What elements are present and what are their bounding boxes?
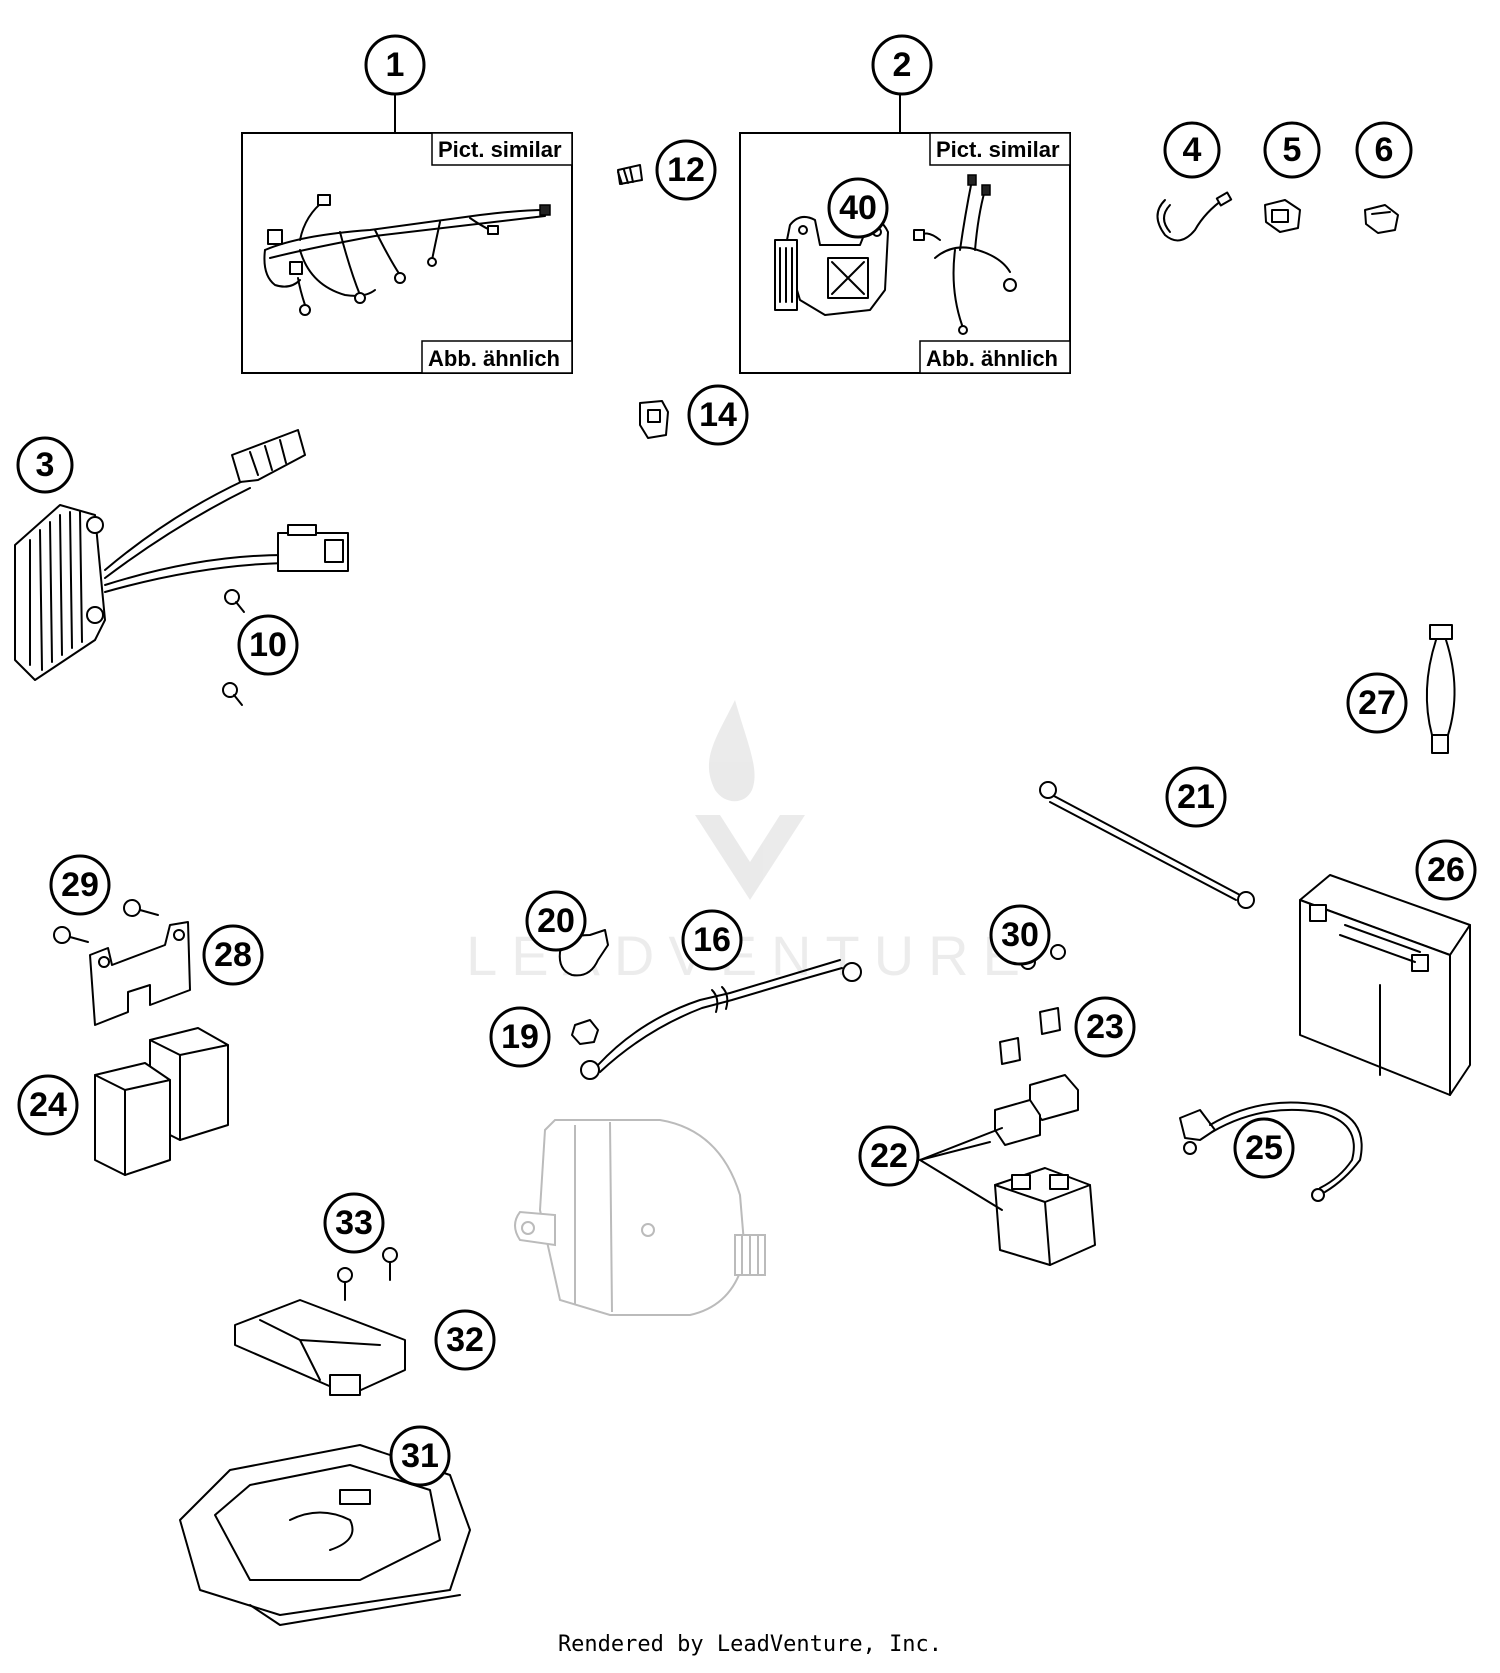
cable-holder-illustration (1364, 204, 1399, 234)
callout-6-label: 6 (1375, 131, 1394, 169)
callout-30-label: 30 (1001, 916, 1039, 954)
callout-25: 25 (1233, 1117, 1295, 1179)
callout-30: 30 (989, 904, 1051, 966)
callout-40-label: 40 (839, 189, 877, 227)
callout-28: 28 (202, 924, 264, 986)
callout-14-label: 14 (699, 396, 737, 434)
callout-10-label: 10 (249, 626, 287, 664)
callout-4-label: 4 (1183, 131, 1202, 169)
footer-credit: Rendered by LeadVenture, Inc. (557, 1632, 943, 1657)
callout-22-label: 22 (870, 1137, 908, 1175)
callout-4: 4 (1163, 121, 1221, 179)
nut-illustration (571, 1019, 599, 1045)
callout-14: 14 (687, 384, 749, 446)
battery-illustration (1299, 874, 1471, 1096)
battery-cable-illustration (1179, 1101, 1363, 1202)
starter-cable-illustration (580, 959, 862, 1080)
callout-2: 2 (871, 34, 933, 96)
callout-22: 22 (858, 1125, 920, 1187)
relays-illustration (94, 1027, 229, 1176)
voltage-regulator-illustration (14, 429, 349, 681)
callout-33: 33 (323, 1192, 385, 1254)
callout-25-label: 25 (1245, 1129, 1283, 1167)
callout-1-label: 1 (386, 46, 405, 84)
callout-32-label: 32 (446, 1321, 484, 1359)
cable-tie-illustration (1156, 191, 1233, 242)
callout-20: 20 (525, 890, 587, 952)
box2-top-label: Pict. similar (936, 137, 1060, 162)
callout-19: 19 (489, 1006, 551, 1068)
callout-29-label: 29 (61, 866, 99, 904)
callout-27-label: 27 (1358, 684, 1396, 722)
callout-5: 5 (1263, 121, 1321, 179)
wiring-harness-illustration (263, 194, 551, 316)
callout-6: 6 (1355, 121, 1413, 179)
connector-illustration (639, 400, 669, 439)
callout-5-label: 5 (1283, 131, 1302, 169)
callout-23: 23 (1074, 996, 1136, 1058)
starter-relay-illustration (919, 1074, 1096, 1266)
holder-bolts-illustration (337, 1247, 398, 1301)
callout-26-label: 26 (1427, 851, 1465, 889)
battery-tray-illustration (179, 1444, 471, 1626)
callout-26: 26 (1415, 839, 1477, 901)
watermark-logo (695, 700, 805, 900)
relay-bracket-illustration (89, 921, 191, 1026)
screw-illustration (222, 589, 245, 706)
callout-33-label: 33 (335, 1204, 373, 1242)
callout-31: 31 (389, 1425, 451, 1487)
callout-31-label: 31 (401, 1437, 439, 1475)
box1-top-label: Pict. similar (438, 137, 562, 162)
callout-21: 21 (1165, 766, 1227, 828)
callout-16-label: 16 (693, 921, 731, 959)
callout-1: 1 (364, 34, 426, 96)
callout-32: 32 (434, 1309, 496, 1371)
switch-harness-box: Pict. similar Abb. ähnlich (739, 94, 1071, 374)
callout-2-label: 2 (893, 46, 912, 84)
callout-16: 16 (681, 909, 743, 971)
bulb-illustration (617, 164, 643, 185)
callout-20-label: 20 (537, 902, 575, 940)
starter-motor-illustration (514, 1119, 766, 1316)
callout-24: 24 (17, 1074, 79, 1136)
ground-cable-illustration (1039, 781, 1255, 909)
callout-40: 40 (827, 177, 889, 239)
harness-box: Pict. similar Abb. ähnlich (241, 94, 573, 374)
bolt-illustration (53, 899, 159, 944)
box1-bottom-label: Abb. ähnlich (428, 346, 560, 371)
fuses-illustration (999, 1007, 1061, 1065)
callout-27: 27 (1346, 672, 1408, 734)
cable-clip-illustration (1264, 199, 1301, 233)
callout-12-label: 12 (667, 151, 705, 189)
callout-19-label: 19 (501, 1018, 539, 1056)
box2-bottom-label: Abb. ähnlich (926, 346, 1058, 371)
callout-23-label: 23 (1086, 1008, 1124, 1046)
ecu-holder-illustration (234, 1299, 406, 1396)
callout-21-label: 21 (1177, 778, 1215, 816)
fuse-puller-illustration (1425, 624, 1456, 754)
callout-29: 29 (49, 854, 111, 916)
callout-24-label: 24 (29, 1086, 67, 1124)
callout-28-label: 28 (214, 936, 252, 974)
callout-3-label: 3 (36, 446, 55, 484)
callout-3: 3 (16, 436, 74, 494)
callout-12: 12 (655, 139, 717, 201)
ignition-switch-illustration (774, 174, 1017, 335)
callout-10: 10 (237, 614, 299, 676)
